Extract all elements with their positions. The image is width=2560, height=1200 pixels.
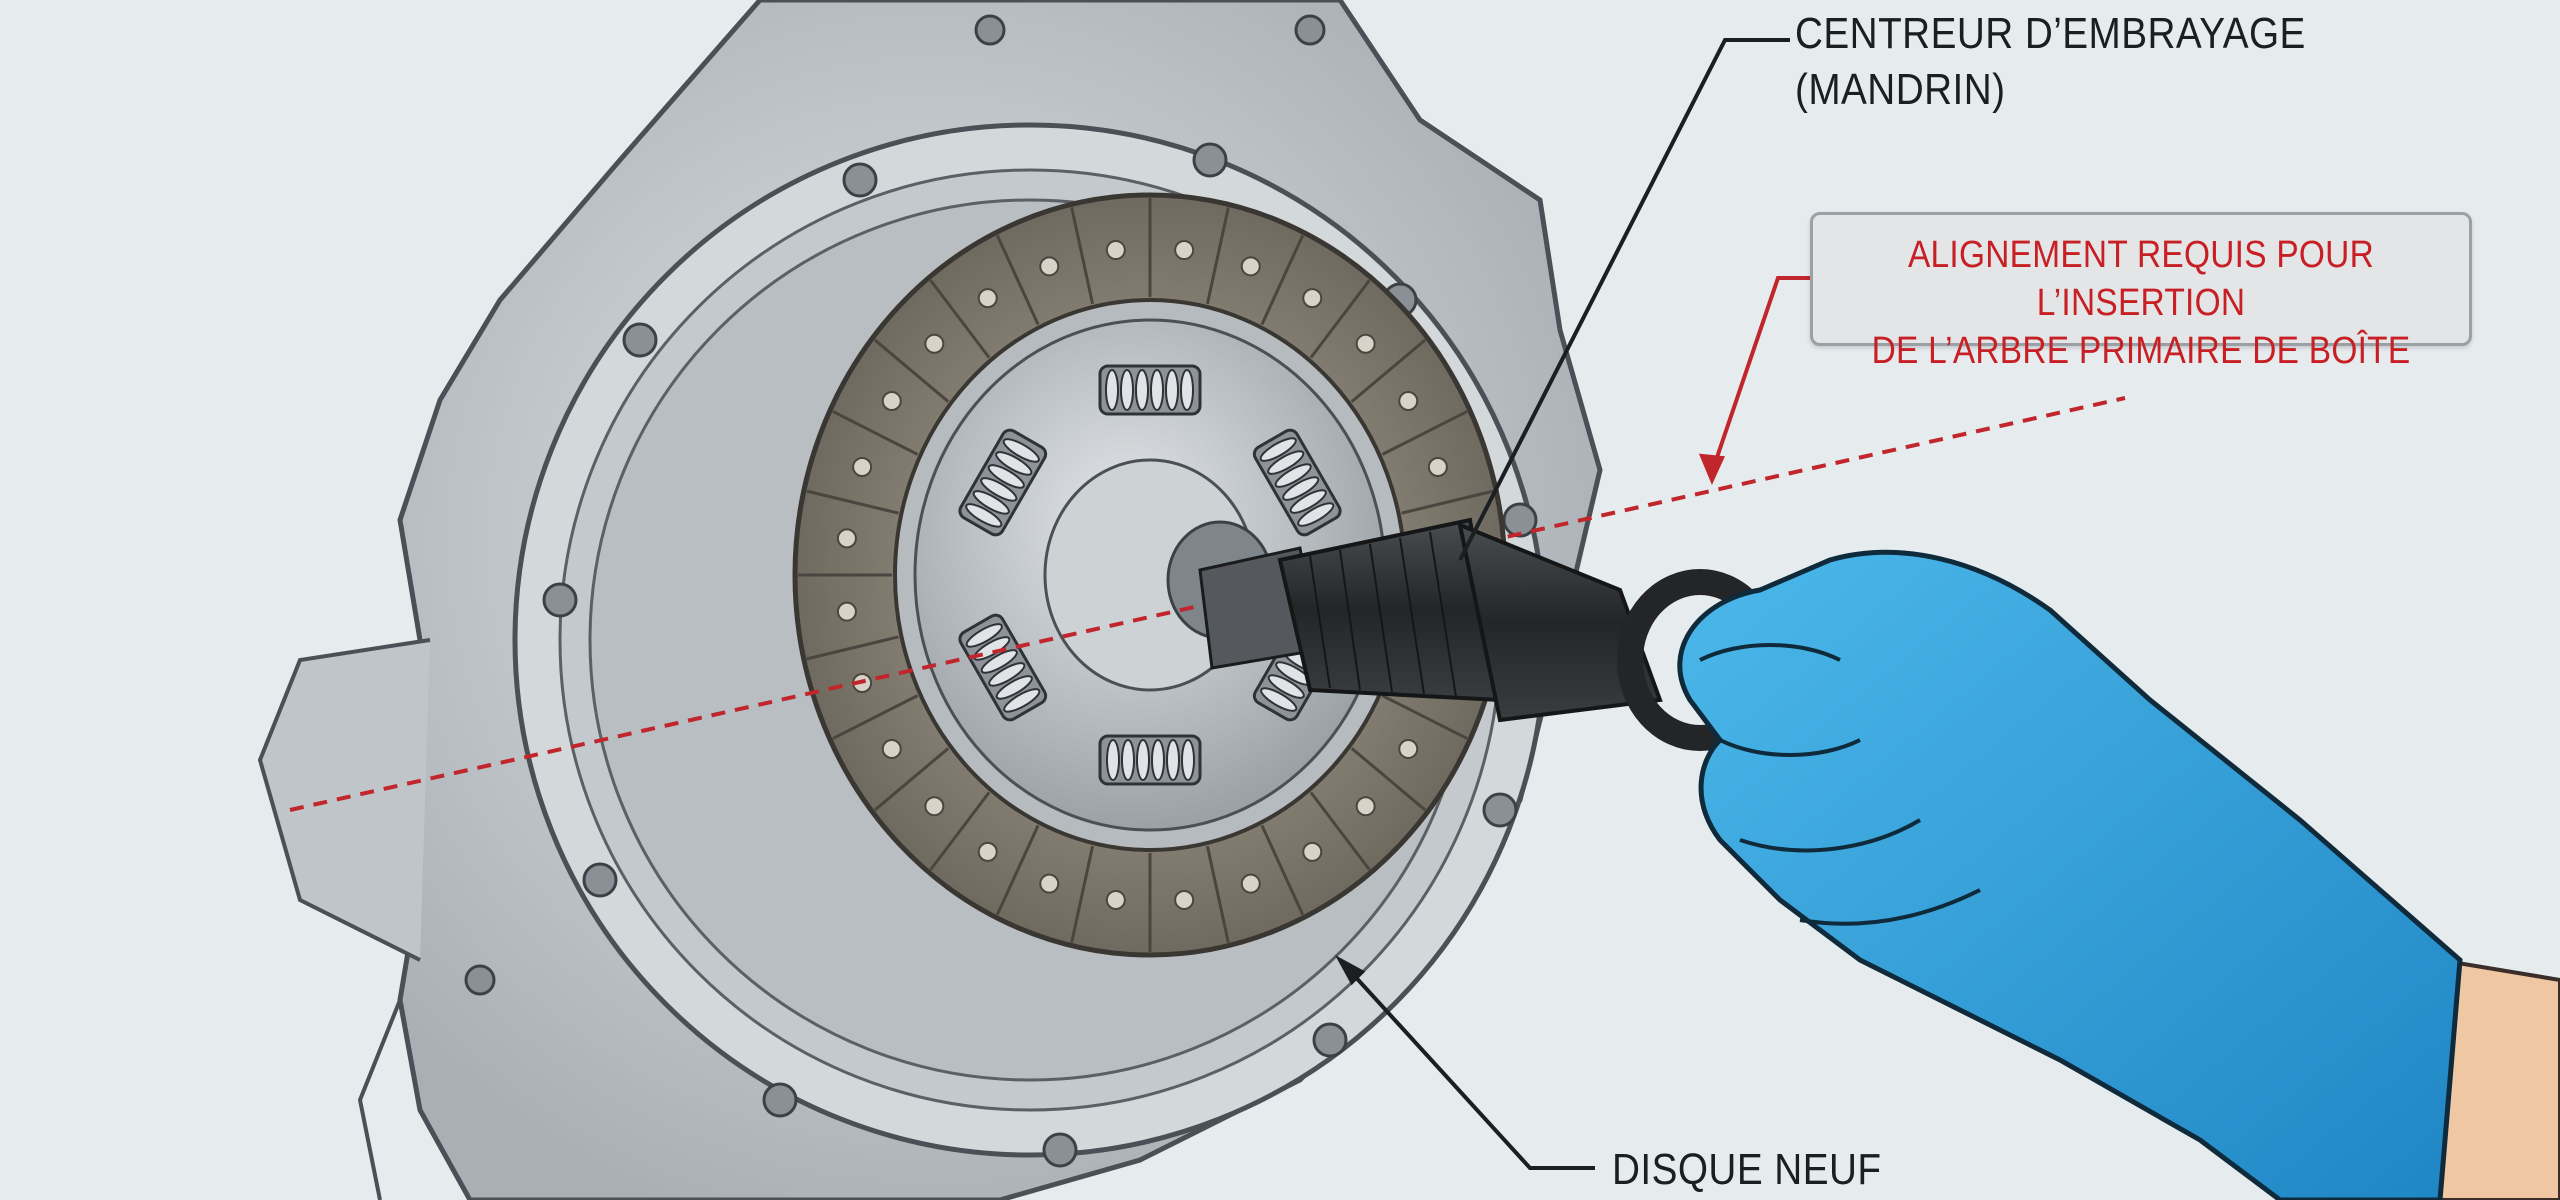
disc-rivet	[1174, 889, 1195, 910]
disc-rivet	[1240, 256, 1261, 277]
disc-segment-line	[995, 234, 1040, 326]
disc-segment-line	[1205, 207, 1230, 305]
disc-rivet	[1105, 240, 1126, 261]
damper-spring	[958, 428, 1048, 537]
disc-segment-line	[832, 410, 919, 456]
leader-lines	[1334, 38, 1790, 1170]
disc-segment-line	[832, 694, 919, 740]
clutch-tool-label-line2: (MANDRIN)	[1795, 65, 2006, 114]
callout-arrow	[1698, 276, 1810, 486]
disc-segment-line	[995, 824, 1040, 916]
disc-rivet	[1355, 333, 1376, 354]
new-disc-label: DISQUE NEUF	[1612, 1145, 1882, 1194]
clutch-tool-label-line1: CENTREUR D’EMBRAYAGE	[1795, 9, 2306, 58]
disc-rivet	[1039, 873, 1060, 894]
disc-rivet	[1355, 796, 1376, 817]
disc-segment-line	[1350, 747, 1427, 812]
disc-segment-line	[1381, 694, 1468, 740]
clutch-alignment-tool-label: CENTREUR D’EMBRAYAGE (MANDRIN)	[1795, 6, 2306, 118]
damper-spring	[1252, 428, 1342, 537]
disc-rivet	[1039, 256, 1060, 277]
disc-rivet	[1174, 240, 1195, 261]
disc-rivet	[1398, 738, 1419, 759]
disc-rivet	[881, 391, 902, 412]
alignment-callout-line1: ALIGNEMENT REQUIS POUR L’INSERTION	[1907, 234, 2374, 324]
gloved-hand	[1677, 549, 2560, 1200]
damper-spring	[958, 613, 1048, 722]
disc-segment-line	[1309, 791, 1371, 871]
disc-segment-line	[1070, 845, 1095, 943]
disc-segment-line	[1309, 279, 1371, 359]
disc-segment-line	[1401, 489, 1494, 515]
disc-segment-line	[1205, 845, 1230, 943]
disc-segment-line	[1260, 824, 1305, 916]
disc-segment-line	[929, 279, 991, 359]
disc-rivet	[836, 601, 857, 622]
disc-segment-line	[1350, 338, 1427, 403]
disc-segment-line	[806, 635, 899, 661]
disc-rivet	[1240, 873, 1261, 894]
disc-segment-line	[1260, 234, 1305, 326]
disc-segment-line	[873, 747, 950, 812]
disc-segment-line	[1070, 207, 1095, 305]
damper-spring	[1098, 364, 1202, 416]
disc-rivet	[924, 796, 945, 817]
alignment-callout-line2: DE L’ARBRE PRIMAIRE DE BOÎTE	[1871, 330, 2411, 372]
disc-segment-line	[1381, 410, 1468, 456]
clutch-disc	[792, 192, 1508, 958]
disc-rivet	[852, 456, 873, 477]
disc-segment-line	[873, 338, 950, 403]
disc-rivet	[836, 528, 857, 549]
damper-spring	[1098, 734, 1202, 786]
disc-rivet	[977, 841, 998, 862]
disc-rivet	[977, 288, 998, 309]
disc-rivet	[1427, 456, 1448, 477]
alignment-callout-box: ALIGNEMENT REQUIS POUR L’INSERTION DE L’…	[1810, 212, 2472, 372]
disc-rivet	[1105, 889, 1126, 910]
disc-rivet	[1302, 288, 1323, 309]
disc-segment-line	[806, 489, 899, 515]
alignment-callout-text: ALIGNEMENT REQUIS POUR L’INSERTION DE L’…	[1813, 231, 2469, 375]
disc-rivet	[1398, 391, 1419, 412]
disc-segment-line	[929, 791, 991, 871]
disc-rivet	[881, 738, 902, 759]
disc-rivet	[924, 333, 945, 354]
disc-rivet	[1302, 841, 1323, 862]
